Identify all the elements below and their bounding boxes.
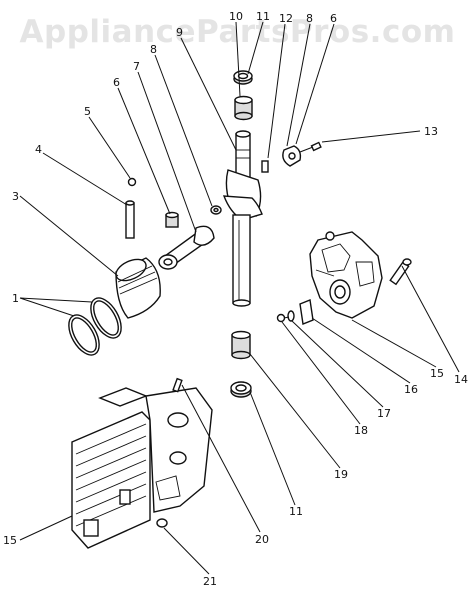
key bbox=[261, 160, 269, 173]
callout-12: 12 bbox=[279, 12, 293, 25]
callout-13: 13 bbox=[424, 125, 438, 138]
callout-1: 1 bbox=[12, 292, 19, 305]
screw bbox=[276, 313, 290, 323]
callout-15: 15 bbox=[3, 534, 17, 547]
rod-bolt bbox=[210, 205, 222, 215]
cylinder-block bbox=[71, 387, 213, 549]
callout-14: 14 bbox=[454, 373, 468, 386]
callout-7: 7 bbox=[133, 60, 140, 73]
plug bbox=[156, 518, 168, 528]
callout-6: 6 bbox=[113, 76, 120, 89]
leader-lines bbox=[19, 21, 460, 575]
callout-20: 20 bbox=[255, 533, 269, 546]
rod-cap bbox=[282, 145, 302, 167]
callout-16: 16 bbox=[404, 383, 418, 396]
connecting-rod bbox=[158, 225, 215, 270]
bottom-bearing bbox=[231, 330, 251, 360]
callout-21: 21 bbox=[203, 575, 217, 588]
pin-bushing bbox=[165, 211, 179, 228]
top-seal bbox=[233, 70, 253, 85]
callout-10: 10 bbox=[229, 10, 243, 23]
callout-11: 11 bbox=[289, 505, 303, 518]
callout-8: 8 bbox=[306, 12, 313, 25]
case-bolt bbox=[389, 258, 412, 286]
piston-rings bbox=[68, 297, 122, 356]
crankcase-half bbox=[309, 231, 383, 319]
callout-15: 15 bbox=[430, 367, 444, 380]
callout-17: 17 bbox=[377, 407, 391, 420]
piston-pin bbox=[125, 200, 135, 239]
crankshaft bbox=[222, 130, 263, 307]
cap-screw bbox=[299, 141, 322, 153]
callout-5: 5 bbox=[84, 105, 91, 118]
callout-3: 3 bbox=[12, 190, 19, 203]
piston bbox=[115, 257, 161, 319]
gasket-plate bbox=[299, 299, 314, 325]
washer bbox=[287, 310, 295, 322]
top-bearing bbox=[234, 95, 253, 121]
callout-18: 18 bbox=[354, 424, 368, 437]
bottom-seal bbox=[230, 381, 252, 398]
callout-11: 11 bbox=[256, 10, 270, 23]
callout-4: 4 bbox=[35, 143, 42, 156]
dowel-pin bbox=[172, 377, 183, 393]
callout-19: 19 bbox=[334, 468, 348, 481]
retaining-clip bbox=[127, 177, 137, 187]
callout-8: 8 bbox=[150, 43, 157, 56]
callout-9: 9 bbox=[176, 26, 183, 39]
callout-6: 6 bbox=[330, 12, 337, 25]
callout-labels: 10 11 12 8 6 9 8 7 6 5 13 4 3 1 14 15 16… bbox=[3, 10, 468, 588]
